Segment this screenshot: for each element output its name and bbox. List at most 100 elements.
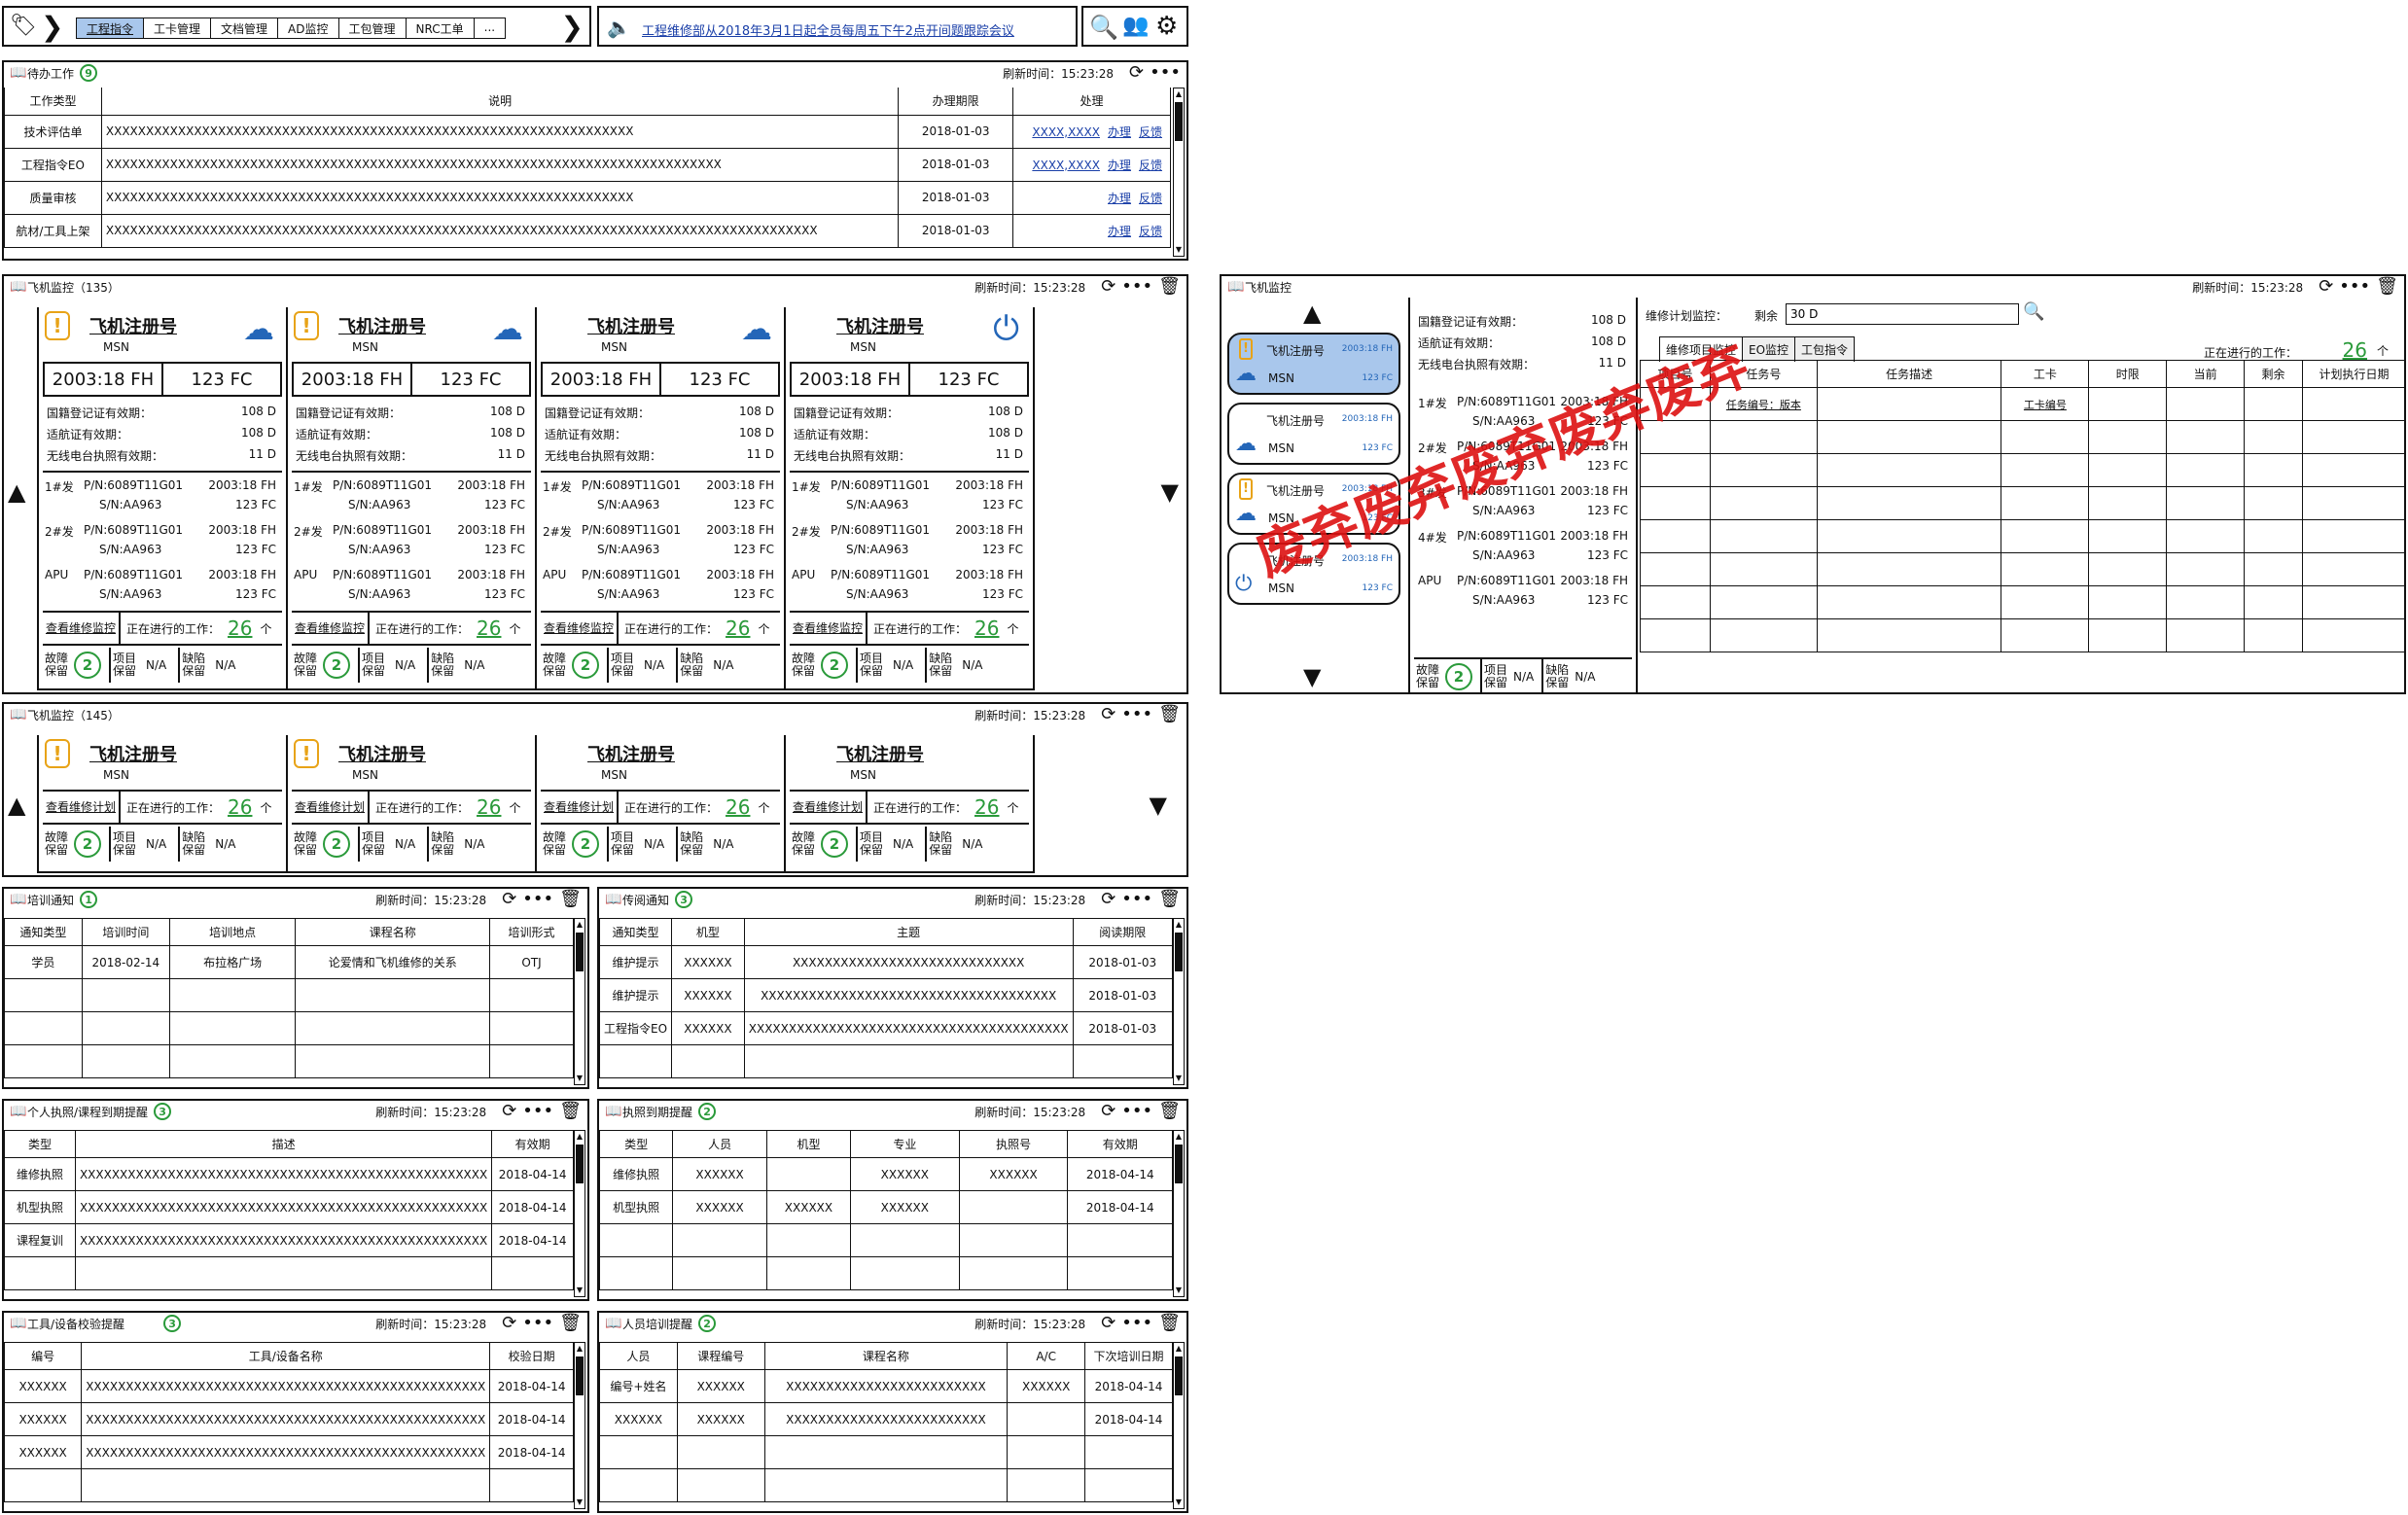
in-progress-count[interactable]: 26 [477,617,502,640]
view-plan-link[interactable]: 查看维修计划 [541,792,619,823]
warning-icon[interactable]: ! [45,311,70,340]
nav-tab[interactable]: 工包管理 [337,18,406,38]
scrollbar[interactable]: ▲▼ [1173,1130,1185,1297]
in-progress-count[interactable]: 26 [228,795,253,819]
more-icon[interactable]: ••• [1121,889,1153,909]
remain-input[interactable] [1786,303,2019,325]
refresh-icon[interactable]: ⟳ [502,889,517,909]
task-number[interactable]: 任务编号：版本 [1709,387,1818,421]
registration-link[interactable]: 飞机注册号 [836,745,924,765]
refresh-icon[interactable]: ⟳ [1101,276,1116,297]
refresh-icon[interactable]: ⟳ [1129,62,1145,83]
view-plan-link[interactable]: 查看维修监控 [790,613,868,644]
more-icon[interactable]: ••• [522,889,554,909]
scrollbar[interactable]: ▲▼ [1173,88,1185,257]
trash-icon[interactable]: 🗑 [559,889,582,909]
gear-icon[interactable]: ⚙ [1155,12,1179,41]
fault-count[interactable]: 2 [74,830,101,858]
view-plan-link[interactable]: 查看维修监控 [292,613,370,644]
warning-icon[interactable]: ! [1239,338,1253,360]
fault-count[interactable]: 2 [572,830,599,858]
refresh-icon[interactable]: ⟳ [1101,889,1116,909]
chevron-right-icon[interactable]: ❯ [41,11,64,43]
registration-link[interactable]: 飞机注册号 [338,745,426,765]
trash-icon[interactable]: 🗑 [1158,889,1181,909]
scrollbar[interactable]: ▲▼ [1173,918,1185,1085]
feedback-link[interactable]: 反馈 [1138,191,1162,205]
more-icon[interactable]: ••• [1121,276,1153,297]
ref-link[interactable]: XXXX,XXXX [1032,158,1100,172]
notice-link[interactable]: 工程维修部从2018年3月1日起全员每周五下午2点开间题跟踪会议 [642,24,1014,39]
refresh-icon[interactable]: ⟳ [1101,704,1116,724]
view-plan-link[interactable]: 查看维修计划 [292,792,370,823]
in-progress-count[interactable]: 26 [726,617,751,640]
nav-tab[interactable]: 文档管理 [210,18,277,38]
fault-count[interactable]: 2 [323,830,350,858]
nav-tab[interactable]: 工卡管理 [143,18,210,38]
in-progress-count[interactable]: 26 [726,795,751,819]
in-progress-count[interactable]: 26 [228,617,253,640]
nav-tab[interactable]: 工程指令 [77,18,144,38]
more-icon[interactable]: ••• [2339,276,2371,297]
in-progress-count[interactable]: 26 [974,617,1000,640]
scroll-down-arrow-icon[interactable]: ▼ [1303,663,1322,690]
trash-icon[interactable]: 🗑 [1158,1101,1181,1121]
refresh-icon[interactable]: ⟳ [2319,276,2334,297]
scrollbar[interactable]: ▲▼ [574,1342,585,1509]
more-icon[interactable]: ••• [1121,704,1153,724]
scrollbar[interactable]: ▲▼ [1173,1342,1185,1509]
fault-count[interactable]: 2 [821,652,848,679]
view-plan-link[interactable]: 查看维修计划 [790,792,868,823]
handle-link[interactable]: 办理 [1107,191,1131,205]
handle-link[interactable]: 办理 [1107,124,1131,139]
scroll-up-arrow-icon[interactable]: ▲ [8,478,26,506]
more-icon[interactable]: ••• [522,1313,554,1333]
refresh-icon[interactable]: ⟳ [1101,1101,1116,1121]
nav-tab[interactable]: AD监控 [277,18,337,38]
scroll-down-arrow-icon[interactable]: ▼ [1160,478,1179,506]
trash-icon[interactable]: 🗑 [1158,276,1181,297]
nav-tab[interactable]: NRC工单 [405,18,474,38]
feedback-link[interactable]: 反馈 [1138,224,1162,238]
registration-link[interactable]: 飞机注册号 [587,745,675,765]
registration-link[interactable]: 飞机注册号 [587,317,675,337]
scrollbar[interactable]: ▲▼ [574,1130,585,1297]
handle-link[interactable]: 办理 [1107,158,1131,172]
registration-link[interactable]: 飞机注册号 [89,317,177,337]
scroll-up-arrow-icon[interactable]: ▲ [1303,299,1322,327]
aircraft-card[interactable]: !飞机注册号MSN查看维修计划正在进行的工作：26个故障保留2项目保留N/A缺陷… [535,735,786,873]
view-plan-link[interactable]: 查看维修监控 [541,613,619,644]
